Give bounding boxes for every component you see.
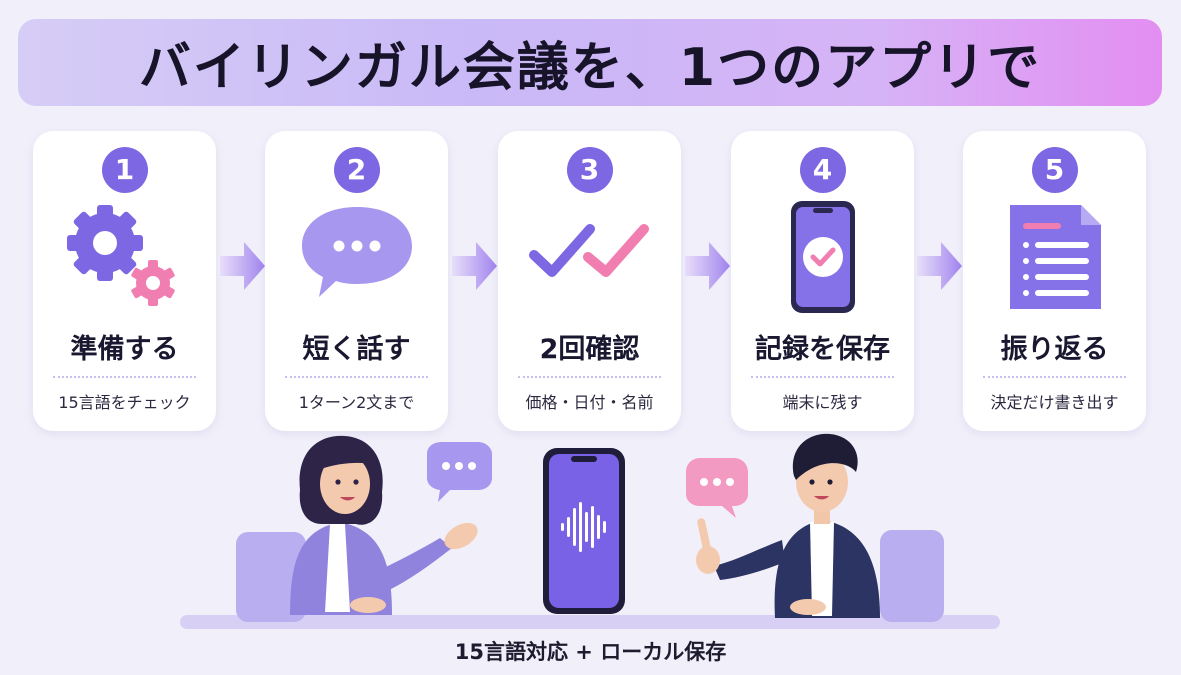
step-title: 2回確認: [539, 334, 640, 365]
step-number-badge: 5: [1031, 147, 1078, 193]
title-banner: バイリンガル会議を、1つのアプリで: [18, 19, 1162, 106]
divider: [285, 376, 428, 378]
phone-audio-icon: [543, 448, 625, 614]
phone-check-icon: [791, 201, 855, 313]
step-title: 振り返る: [1000, 334, 1109, 365]
chat-bubble-icon: [427, 442, 492, 502]
step-number-badge: 4: [799, 147, 846, 193]
step-title: 準備する: [70, 334, 179, 365]
double-check-icon: [529, 224, 649, 277]
chat-bubble-icon: [686, 458, 748, 518]
step-card-4: 4 記録を保存 端末に残す: [731, 131, 914, 431]
woman-figure: [236, 435, 478, 622]
step-subtitle: 15言語をチェック: [58, 393, 191, 412]
divider: [983, 376, 1126, 378]
step-subtitle: 1ターン2文まで: [298, 393, 415, 412]
step-title: 短く話す: [302, 334, 411, 365]
speech-bubble-icon: [302, 207, 412, 297]
document-icon: [1010, 205, 1101, 309]
man-figure: [696, 433, 944, 622]
table: [180, 615, 1000, 629]
step-subtitle: 端末に残す: [782, 393, 863, 412]
step-number-badge: 3: [566, 147, 613, 193]
meeting-illustration: [180, 433, 1000, 629]
arrow-right-icon: [220, 242, 265, 290]
step-number-badge: 2: [333, 147, 380, 193]
arrow-right-icon: [452, 242, 497, 290]
divider: [53, 376, 196, 378]
gears-icon: [67, 205, 175, 306]
arrow-right-icon: [685, 242, 730, 290]
step-subtitle: 価格・日付・名前: [525, 393, 654, 412]
step-card-5: 5 振り返る 決定だけ書き出す: [963, 131, 1146, 431]
divider: [751, 376, 894, 378]
step-card-1: 1 準備する 15言語をチェック: [33, 131, 216, 431]
step-number-badge: 1: [101, 147, 148, 193]
arrow-right-icon: [917, 242, 962, 290]
step-subtitle: 決定だけ書き出す: [990, 393, 1119, 412]
footer-caption: 15言語対応 + ローカル保存: [454, 640, 727, 664]
divider: [518, 376, 661, 378]
step-card-2: 2 短く話す 1ターン2文まで: [265, 131, 448, 431]
page-title: バイリンガル会議を、1つのアプリで: [138, 38, 1042, 98]
step-title: 記録を保存: [755, 334, 890, 365]
step-card-3: 3 2回確認 価格・日付・名前: [498, 131, 681, 431]
